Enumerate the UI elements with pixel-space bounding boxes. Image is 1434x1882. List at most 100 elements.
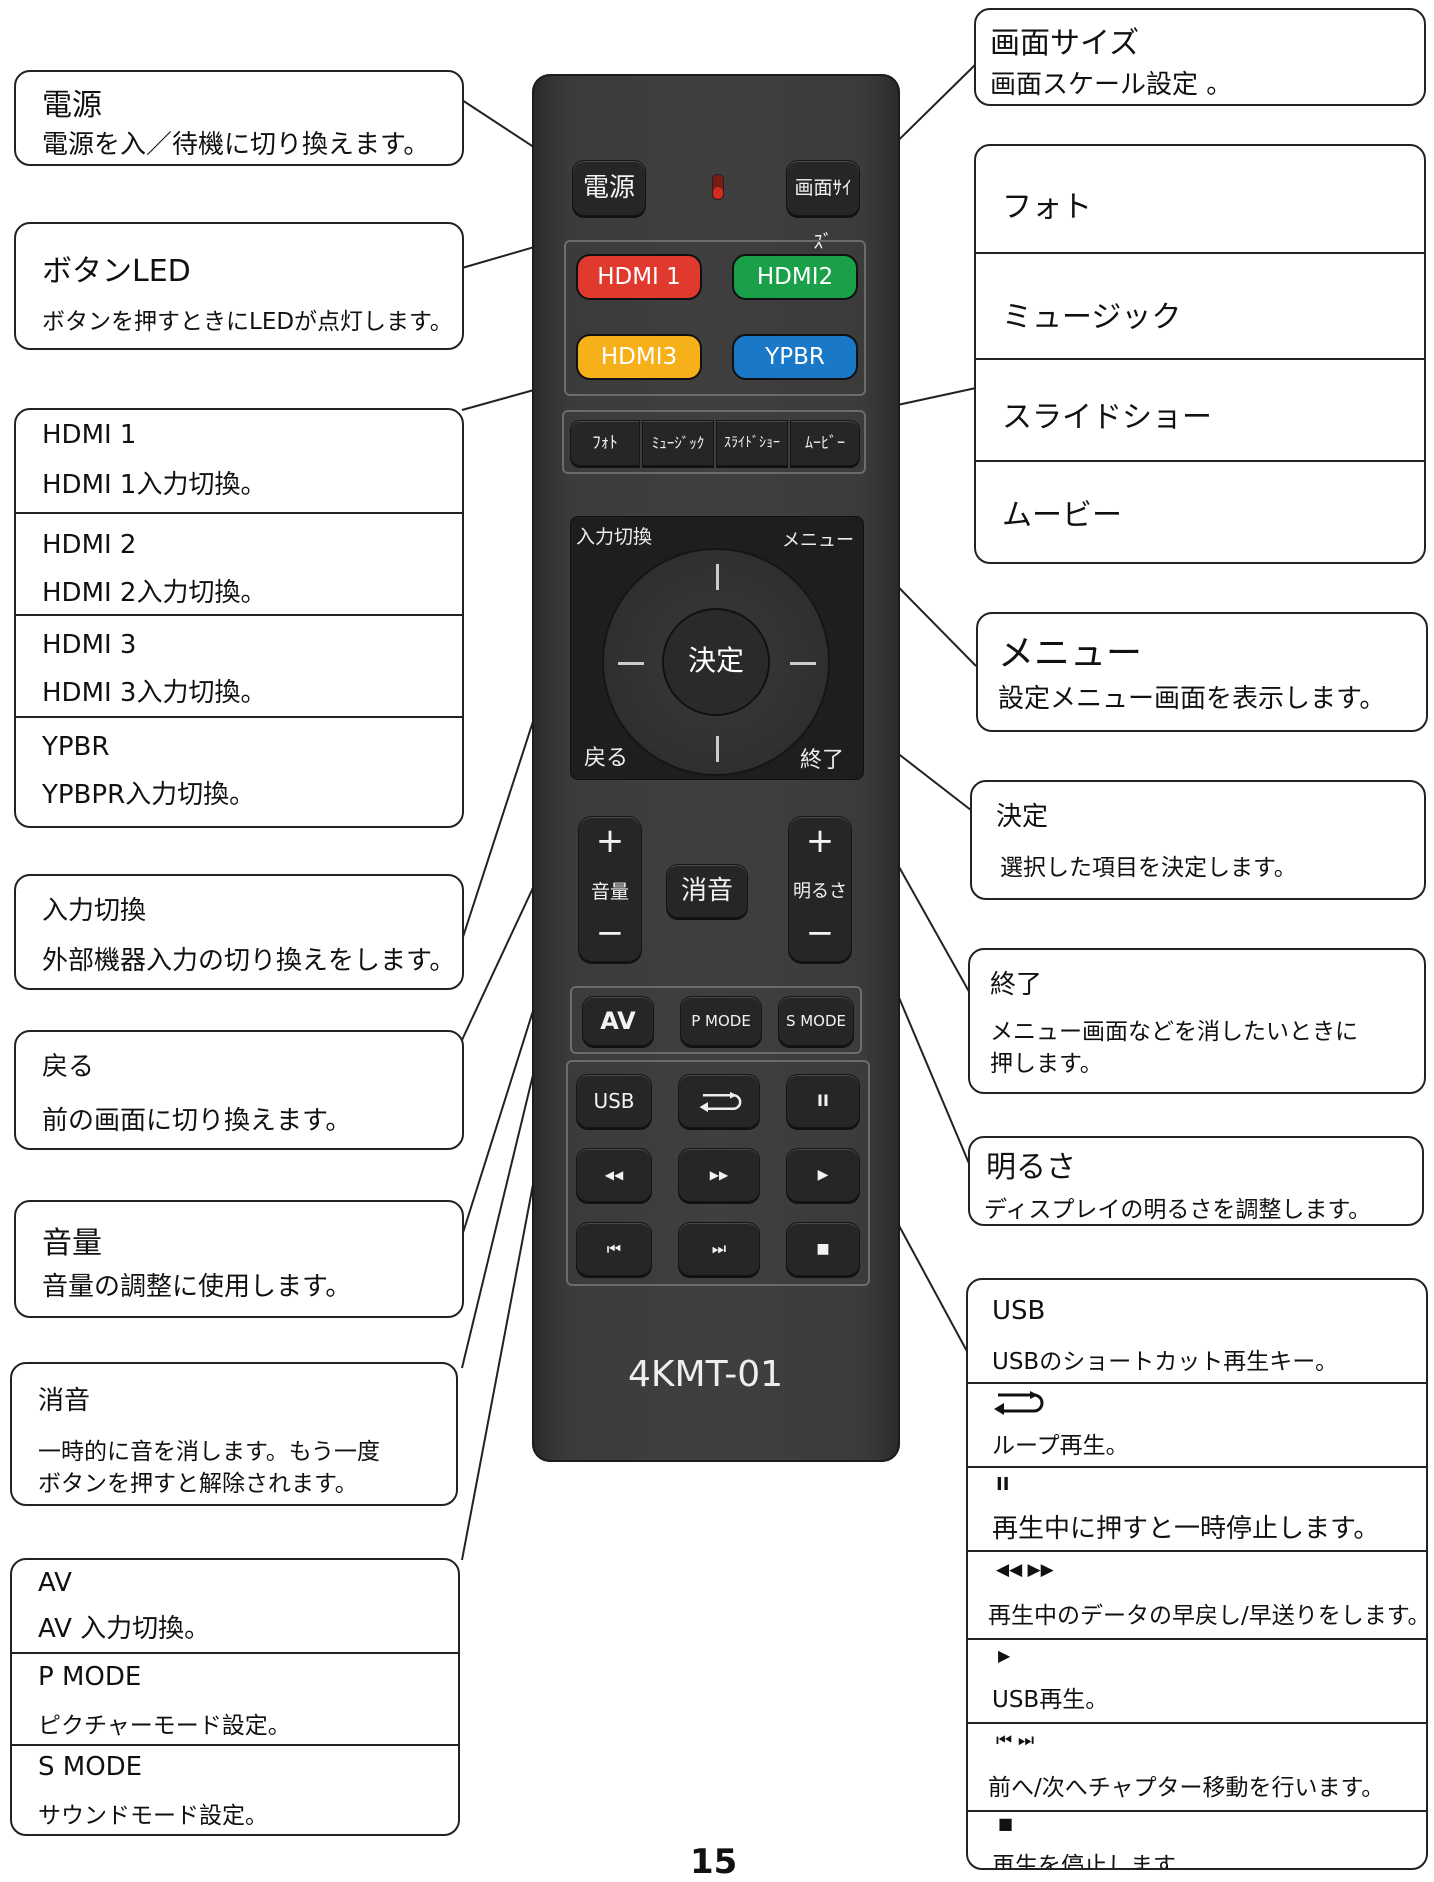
- stop-desc: 再生を停止します。: [992, 1853, 1197, 1870]
- play-icon-remote: ▶: [817, 1167, 829, 1183]
- hdmi3-section: HDMI 3 HDMI 3入力切換。: [16, 616, 462, 718]
- power-button[interactable]: 電源: [572, 160, 646, 216]
- prev-button[interactable]: ⏮: [576, 1222, 652, 1276]
- stop-section: ■ 再生を停止します。: [968, 1812, 1426, 1870]
- smode-button[interactable]: S MODE: [778, 996, 854, 1046]
- pmode-title: P MODE: [38, 1662, 142, 1692]
- stop-button[interactable]: ■: [786, 1222, 860, 1276]
- fastforward-icon: ▶▶: [709, 1168, 729, 1182]
- hdmi1-button[interactable]: HDMI 1: [576, 254, 702, 300]
- mute-callout-title: 消音: [38, 1386, 91, 1416]
- rewind-icon: ◀◀: [604, 1168, 624, 1182]
- play-button[interactable]: ▶: [786, 1148, 860, 1202]
- volume-up-label: +: [595, 821, 625, 861]
- slideshow-button-label: ｽﾗｲﾄﾞｼｮｰ: [724, 435, 780, 451]
- power-callout-desc: 電源を入／待機に切り換えます。: [42, 130, 430, 160]
- play-desc: USB再生。: [992, 1687, 1109, 1713]
- pmode-desc: ピクチャーモード設定。: [38, 1713, 291, 1739]
- exit-callout-desc1: メニュー画面などを消したいときに: [990, 1019, 1358, 1045]
- hdmi3-button[interactable]: HDMI3: [576, 334, 702, 380]
- usb-button-label: USB: [593, 1089, 635, 1113]
- slideshow-label: スライドショー: [1002, 400, 1212, 435]
- volume-label: 音量: [590, 881, 629, 903]
- rewind-button[interactable]: ◀◀: [576, 1148, 652, 1202]
- ypbr-title: YPBR: [42, 732, 110, 762]
- next-button[interactable]: ⏭: [678, 1222, 760, 1276]
- stop-icon: ■: [998, 1814, 1014, 1833]
- back-button[interactable]: 戻る: [584, 746, 629, 771]
- input-callout-title: 入力切換: [42, 896, 147, 926]
- power-callout: 電源 電源を入／待機に切り換えます。: [14, 70, 464, 166]
- mute-callout-desc2: ボタンを押すと解除されます。: [38, 1471, 358, 1497]
- led-callout: ボタンLED ボタンを押すときにLEDが点灯します。: [14, 222, 464, 350]
- loop-button[interactable]: [678, 1074, 760, 1128]
- hdmi1-title: HDMI 1: [42, 420, 137, 450]
- mode-button-group: AV P MODE S MODE: [570, 986, 862, 1054]
- ypbr-section: YPBR YPBPR入力切換。: [16, 718, 462, 826]
- music-button[interactable]: ﾐｭｰｼﾞｯｸ: [642, 420, 714, 466]
- menu-callout-desc: 設定メニュー画面を表示します。: [998, 684, 1386, 714]
- pause-icon: II: [996, 1474, 1010, 1495]
- led-indicator: [712, 174, 724, 200]
- input-callout: 入力切換 外部機器入力の切り換えをします。: [14, 874, 464, 990]
- dpad-left-mark: [618, 662, 644, 665]
- usb-callout: USB USBのショートカット再生キー。 ループ再生。 II 再生中に押すと一時…: [966, 1278, 1428, 1870]
- power-button-label: 電源: [582, 173, 635, 203]
- screen-size-button[interactable]: 画面ｻｲｽﾞ: [786, 160, 860, 253]
- usb-desc: USBのショートカット再生キー。: [992, 1349, 1338, 1375]
- hdmi2-desc: HDMI 2入力切換。: [42, 578, 267, 608]
- photo-button-label: ﾌｫﾄ: [592, 433, 618, 453]
- chapter-desc: 前へ/次へチャプター移動を行います。: [988, 1775, 1385, 1801]
- media-button-group: ﾌｫﾄ ﾐｭｰｼﾞｯｸ ｽﾗｲﾄﾞｼｮｰ ﾑｰﾋﾞｰ: [562, 410, 866, 474]
- photo-button[interactable]: ﾌｫﾄ: [570, 420, 640, 466]
- smode-title: S MODE: [38, 1752, 143, 1782]
- rewind-fastforward-icon: ◀◀ ▶▶: [996, 1560, 1054, 1580]
- movie-button[interactable]: ﾑｰﾋﾞｰ: [790, 420, 860, 466]
- hdmi1-button-label: HDMI 1: [597, 264, 681, 290]
- led-callout-title: ボタンLED: [42, 254, 191, 289]
- led-light: [713, 187, 723, 199]
- screen-size-desc: 画面スケール設定 。: [990, 70, 1233, 100]
- input-button[interactable]: 入力切換: [576, 526, 653, 548]
- page-number: 15: [690, 1842, 738, 1882]
- menu-button[interactable]: メニュー: [782, 530, 854, 551]
- photo-section: フォト: [976, 146, 1424, 254]
- pmode-section: P MODE ピクチャーモード設定。: [12, 1654, 458, 1746]
- led-callout-desc: ボタンを押すときにLEDが点灯します。: [42, 309, 453, 335]
- ypbr-button[interactable]: YPBR: [732, 334, 858, 380]
- input-callout-desc: 外部機器入力の切り換えをします。: [42, 946, 456, 976]
- rewff-section: ◀◀ ▶▶ 再生中のデータの早戻し/早送りをします。: [968, 1552, 1426, 1640]
- fastforward-button[interactable]: ▶▶: [678, 1148, 760, 1202]
- remote-control: 電源 画面ｻｲｽﾞ HDMI 1 HDMI2 HDMI3 YPBR ﾌｫﾄ ﾐｭ…: [532, 74, 900, 1462]
- brightness-rocker[interactable]: + 明るさ −: [788, 816, 852, 962]
- ypbr-button-label: YPBR: [765, 344, 825, 370]
- mute-button[interactable]: 消音: [666, 864, 748, 918]
- mute-button-label: 消音: [680, 876, 733, 906]
- pause-button[interactable]: II: [786, 1074, 860, 1128]
- screen-size-button-label: 画面ｻｲｽﾞ: [794, 177, 852, 253]
- hdmi2-button[interactable]: HDMI2: [732, 254, 858, 300]
- usb-button[interactable]: USB: [576, 1074, 652, 1128]
- loop-icon-remote: [699, 1091, 742, 1113]
- ok-button[interactable]: 決定: [662, 608, 770, 716]
- power-callout-title: 電源: [42, 88, 102, 123]
- exit-button[interactable]: 終了: [800, 748, 845, 773]
- av-button[interactable]: AV: [582, 996, 654, 1046]
- play-icon: ▶: [998, 1646, 1011, 1665]
- av-title: AV: [38, 1568, 72, 1598]
- brightness-label: 明るさ: [793, 881, 847, 902]
- prev-icon: ⏮: [606, 1239, 622, 1258]
- brightness-callout: 明るさ ディスプレイの明るさを調整します。: [968, 1136, 1424, 1226]
- menu-callout-title: メニュー: [998, 633, 1143, 674]
- music-button-label: ﾐｭｰｼﾞｯｸ: [651, 434, 705, 452]
- volume-rocker[interactable]: + 音量 −: [578, 816, 642, 962]
- volume-down-label: −: [595, 913, 625, 953]
- loop-section: ループ再生。: [968, 1384, 1426, 1468]
- hdmi3-button-label: HDMI3: [600, 344, 678, 370]
- playback-button-group: USB II ◀◀ ▶▶ ▶ ⏮ ⏭ ■: [566, 1060, 870, 1286]
- pmode-button[interactable]: P MODE: [680, 996, 762, 1046]
- slideshow-button[interactable]: ｽﾗｲﾄﾞｼｮｰ: [716, 420, 788, 466]
- next-icon: ⏭: [711, 1239, 727, 1258]
- smode-desc: サウンドモード設定。: [38, 1803, 268, 1829]
- prev-next-icon: ⏮ ⏭: [996, 1730, 1035, 1751]
